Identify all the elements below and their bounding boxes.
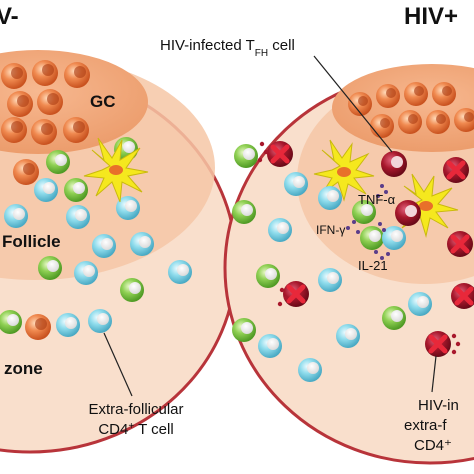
gc-label: GC (90, 92, 116, 111)
dendritic-cell (83, 137, 149, 203)
cell-orange (32, 60, 58, 86)
cell-orange (454, 108, 474, 132)
cell-orange (404, 82, 428, 106)
dying-infected-cell (267, 141, 293, 167)
cell-orange (432, 82, 456, 106)
cell-green (64, 178, 88, 202)
cell-green (234, 144, 258, 168)
right-gc-cells (348, 82, 474, 138)
cell-green (256, 264, 280, 288)
cell-blue (284, 172, 308, 196)
cell-green (382, 306, 406, 330)
cell-blue (88, 309, 112, 333)
cell-green (120, 278, 144, 302)
cell-blue (408, 292, 432, 316)
il21-label: IL-21 (358, 258, 388, 273)
cell-blue (56, 313, 80, 337)
dying-infected-cell (447, 231, 473, 257)
infected-tfh-label: HIV-infected TFH cell (160, 37, 295, 59)
cell-green (0, 310, 22, 334)
dying-infected-cell (283, 281, 309, 307)
cell-orange (376, 84, 400, 108)
cell-blue (66, 205, 90, 229)
cell-green (232, 318, 256, 342)
cell-blue (34, 178, 58, 202)
right-panel-title: HIV+ (404, 3, 458, 30)
infected-extrafollicular-callout-line1: HIV-in (418, 397, 459, 414)
virus-particles (257, 141, 269, 163)
dying-infected-cell (451, 283, 474, 309)
infected-extrafollicular-callout-line (431, 355, 437, 393)
cell-blue (318, 268, 342, 292)
dying-infected-cell (443, 157, 469, 183)
infected-tfh-callout-line (313, 55, 393, 153)
extrafollicular-callout-line (103, 332, 133, 397)
ifn-gamma-label: IFN-γ (316, 223, 345, 237)
cell-green (352, 200, 376, 224)
cell-orange (426, 110, 450, 134)
cell-blue (382, 226, 406, 250)
virus-particles (451, 333, 461, 355)
cell-orange (25, 314, 51, 340)
extrafollicular-callout-line1: Extra-follicular (88, 401, 183, 418)
cell-blue (258, 334, 282, 358)
cell-blue (92, 234, 116, 258)
follicle-label: Follicle (2, 232, 61, 251)
cell-orange (1, 63, 27, 89)
cell-blue (298, 358, 322, 382)
cell-green (232, 200, 256, 224)
cell-orange (31, 119, 57, 145)
cell-orange (64, 62, 90, 88)
cell-blue (268, 218, 292, 242)
cell-blue (116, 196, 140, 220)
cell-blue (130, 232, 154, 256)
infected-extrafollicular-callout-line3: CD4⁺ (414, 437, 452, 454)
extrafollicular-callout-line2: CD4+ T cell (98, 421, 173, 439)
tnf-alpha-label: TNF-α (358, 192, 396, 207)
dendritic-cell (313, 139, 375, 202)
hiv-infected-cell (395, 200, 421, 226)
cell-blue (168, 260, 192, 284)
cell-orange (63, 117, 89, 143)
dying-infected-cell (425, 331, 451, 357)
cell-blue (318, 186, 342, 210)
cell-orange (370, 114, 394, 138)
cell-green (46, 150, 70, 174)
left-panel-title: V- (0, 3, 19, 30)
hiv-infected-tfh-cell (381, 151, 407, 177)
cytokine-dots (346, 184, 390, 260)
left-gc-cells (1, 60, 90, 145)
cell-green (38, 256, 62, 280)
cell-blue (4, 204, 28, 228)
cell-orange (13, 159, 39, 185)
infected-extrafollicular-callout-line2: extra-f (404, 417, 447, 434)
cell-orange (1, 117, 27, 143)
cell-orange (7, 91, 33, 117)
cell-orange (398, 110, 422, 134)
cell-blue (336, 324, 360, 348)
cell-blue (74, 261, 98, 285)
zone-label: zone (4, 359, 43, 378)
right-lymph-node-panel: HIV-infected TFH cell TNF-α IFN-γ IL-21 (160, 3, 474, 465)
cell-orange (37, 89, 63, 115)
cell-green (360, 226, 384, 250)
cell-orange (348, 92, 372, 116)
virus-particles (277, 287, 289, 307)
left-lymph-node-panel: GC Follicle zone Extra-follicular CD4+ T (0, 3, 238, 454)
